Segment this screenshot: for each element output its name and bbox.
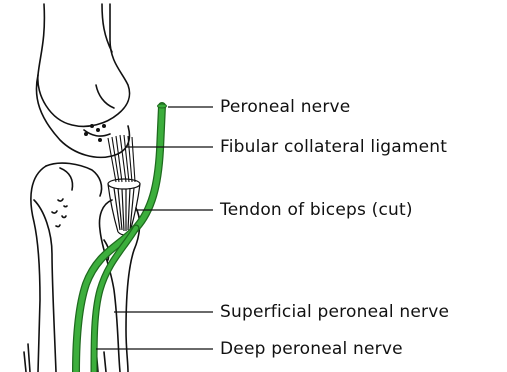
label-tendon-of-biceps: Tendon of biceps (cut) bbox=[220, 200, 413, 220]
label-peroneal-nerve: Peroneal nerve bbox=[220, 97, 350, 117]
label-deep-peroneal-nerve: Deep peroneal nerve bbox=[220, 339, 403, 359]
fibular-collateral-ligament bbox=[108, 135, 135, 182]
label-fibular-collateral-ligament: Fibular collateral ligament bbox=[220, 137, 447, 157]
femur bbox=[36, 4, 129, 157]
label-superficial-peroneal-nerve: Superficial peroneal nerve bbox=[220, 302, 449, 322]
leader-lines bbox=[96, 107, 213, 349]
